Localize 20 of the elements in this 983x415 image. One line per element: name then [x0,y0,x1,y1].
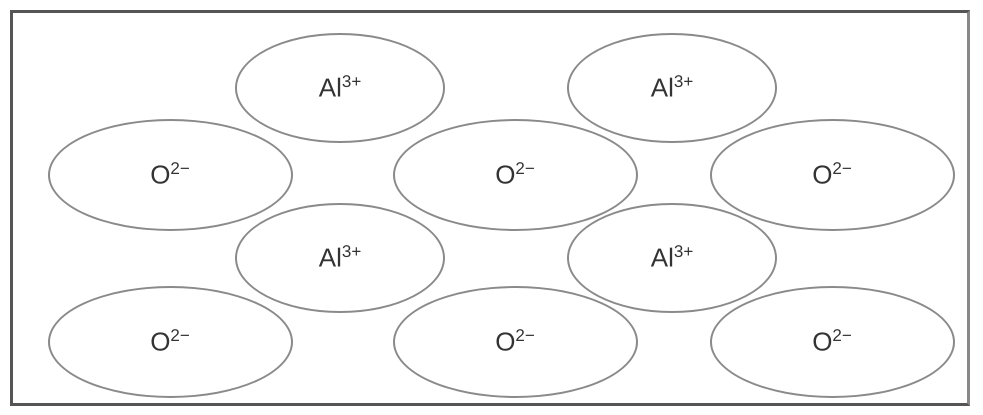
ion-circle [48,119,292,231]
ion-circle [567,203,777,313]
ion-label: O$^{2−}$ [812,326,852,358]
ion-label: O$^{2−}$ [150,159,190,191]
ion-label: O$^{2−}$ [150,326,190,358]
ion-circle [235,33,445,143]
ion-label: Al$^{3+}$ [318,242,362,274]
ion-circle [710,286,954,398]
ion-circle [48,286,292,398]
ion-label: Al$^{3+}$ [650,72,694,104]
ion-circle [392,119,638,231]
ion-label: Al$^{3+}$ [318,72,362,104]
ion-label: O$^{2−}$ [495,326,535,358]
ion-circle [392,286,638,398]
ion-label: O$^{2−}$ [495,159,535,191]
ion-circle [235,203,445,313]
ion-circle [710,119,954,231]
ion-label: Al$^{3+}$ [650,242,694,274]
ion-circle [567,33,777,143]
ion-label: O$^{2−}$ [812,159,852,191]
